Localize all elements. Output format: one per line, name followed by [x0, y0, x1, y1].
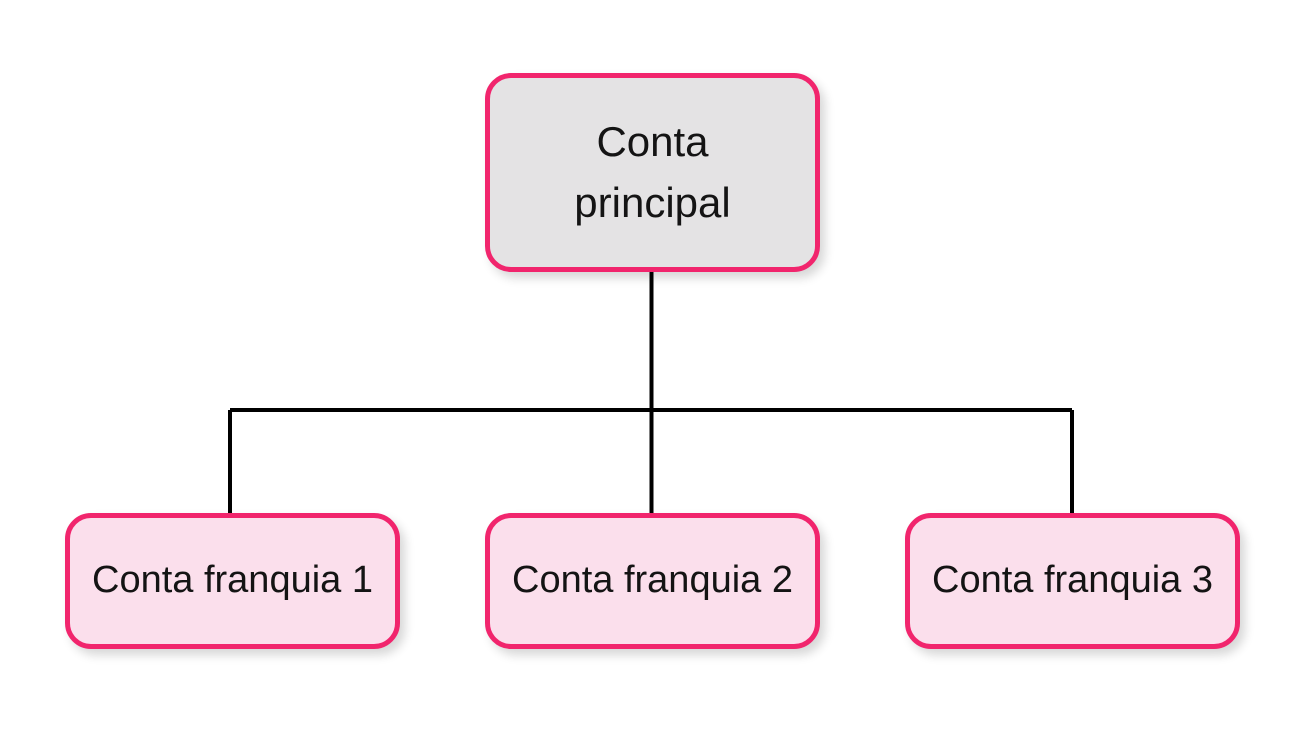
connector-path — [228, 270, 1074, 513]
node-conta-franquia-2: Conta franquia 2 — [485, 513, 820, 649]
node-label: Conta principal — [574, 117, 731, 226]
node-conta-franquia-3: Conta franquia 3 — [905, 513, 1240, 649]
node-label: Conta franquia 1 — [92, 559, 373, 602]
node-label: Conta franquia 3 — [932, 559, 1213, 602]
node-label: Conta franquia 2 — [512, 559, 793, 602]
node-conta-principal: Conta principal — [485, 73, 820, 272]
node-conta-franquia-1: Conta franquia 1 — [65, 513, 400, 649]
